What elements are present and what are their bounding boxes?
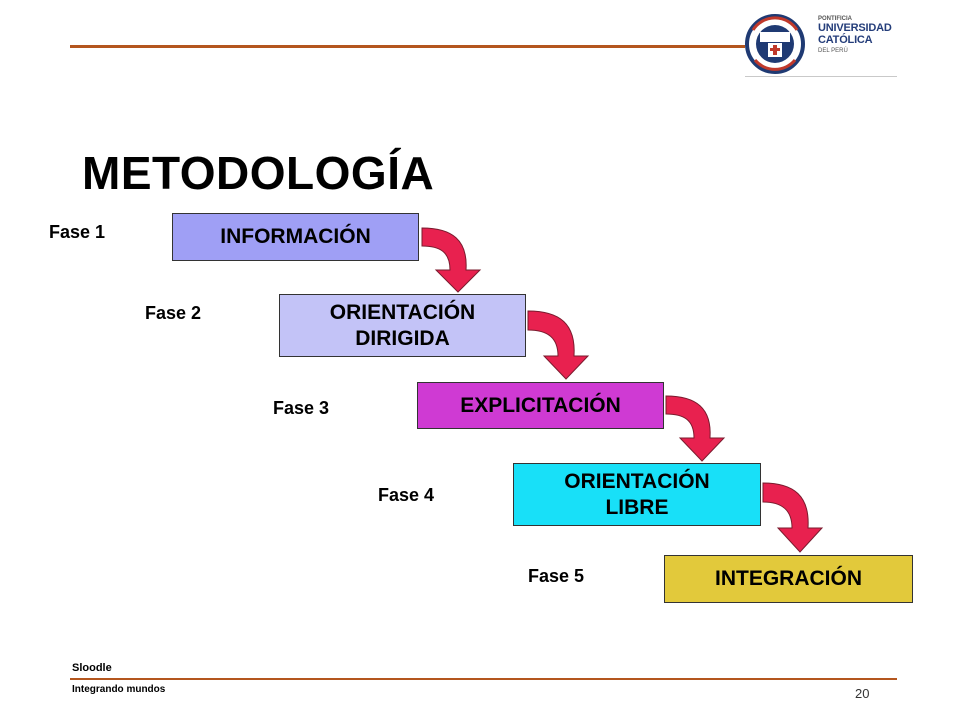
university-name: PONTIFICIA UNIVERSIDAD CATÓLICA DEL PERÚ [818, 16, 900, 54]
header-rule [70, 45, 745, 48]
logo-line-3: CATÓLICA [818, 34, 873, 46]
footer-tagline: Integrando mundos [72, 684, 166, 695]
footer-brand: Sloodle [72, 662, 112, 674]
university-logo [745, 14, 805, 74]
step-box-explicitacion: EXPLICITACIÓN [417, 382, 664, 429]
arrow-phase-1-to-2 [421, 227, 482, 293]
phase-label-1: Fase 1 [49, 222, 106, 242]
logo-line-1: PONTIFICIA [818, 16, 852, 22]
step-label-informacion: INFORMACIÓN [220, 225, 371, 249]
step-box-orientacion-libre: ORIENTACIÓN LIBRE [513, 463, 761, 526]
seal-band [760, 32, 790, 42]
phase-label-2: Fase 2 [145, 303, 202, 323]
logo-rule [745, 76, 897, 77]
step-label-orientacion-dirigida: ORIENTACIÓN DIRIGIDA [329, 301, 476, 350]
arrow-phase-3-to-4 [665, 395, 726, 462]
arrow-phase-4-to-5 [762, 482, 824, 553]
footer-rule [70, 678, 897, 680]
seal-arc-bottom [753, 58, 797, 71]
phase-label-5: Fase 5 [528, 566, 585, 586]
arrow-phase-2-to-3 [527, 310, 590, 380]
step-label-explicitacion: EXPLICITACIÓN [460, 393, 621, 417]
phase-label-3: Fase 3 [273, 398, 330, 418]
logo-line-4: DEL PERÚ [818, 48, 848, 54]
step-label-orientacion-libre: ORIENTACIÓN LIBRE [564, 470, 710, 519]
step-box-informacion: INFORMACIÓN [172, 213, 419, 261]
seal-cross-bar [770, 48, 780, 51]
seal-arc-top [751, 16, 799, 31]
logo-line-2: UNIVERSIDAD [818, 22, 892, 34]
page-number: 20 [855, 686, 870, 701]
step-label-integracion: INTEGRACIÓN [715, 567, 862, 591]
step-box-integracion: INTEGRACIÓN [664, 555, 913, 603]
phase-label-4: Fase 4 [378, 485, 435, 505]
slide-title: METODOLOGÍA [82, 147, 435, 199]
step-box-orientacion-dirigida: ORIENTACIÓN DIRIGIDA [279, 294, 526, 357]
